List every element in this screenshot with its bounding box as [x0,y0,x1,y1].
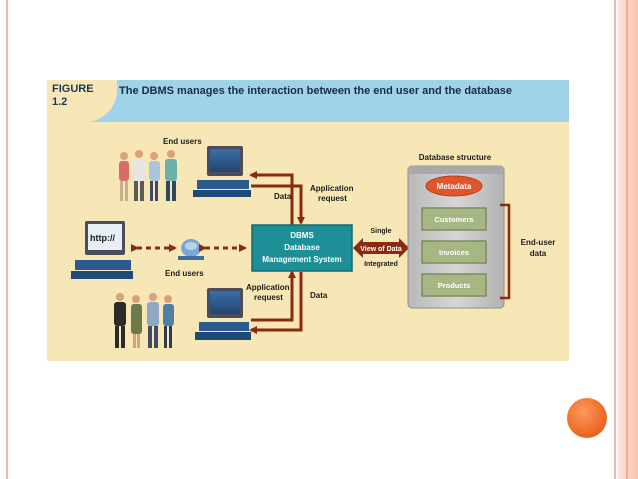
single-view-line2: View of Data [360,246,402,253]
arrow-data-to-bottom-users [249,272,303,334]
table-products-label: Products [438,281,471,290]
slide-border-right [614,0,616,479]
metadata-label: Metadata [437,182,472,191]
url-text: http:// [90,233,115,243]
application-request-bottom-line2: request [254,293,283,302]
dbms-diagram: End users ht [71,137,556,348]
database-container [407,165,505,309]
end-users-top-label: End users [163,137,202,146]
table-invoices-label: Invoices [439,248,469,257]
arrow-data-to-top-users [249,171,294,225]
application-request-bottom-line1: Application [246,283,290,292]
end-users-top-icon [119,150,177,201]
computer-icon-bottom [195,288,251,340]
table-invoices: Invoices [421,240,487,264]
single-view-line3: Integrated [364,261,398,268]
table-products: Products [421,273,487,297]
orange-circle-icon [567,398,607,438]
computer-icon-left [71,221,133,279]
figure-header-band [47,80,569,122]
application-request-top-line2: request [318,194,347,203]
figure-title: The DBMS manages the interaction between… [119,85,513,97]
metadata-oval: Metadata [425,175,483,197]
computer-icon-top [193,146,251,197]
database-structure-label: Database structure [419,153,492,162]
dbms-box-line2: Database [284,243,320,252]
single-view-line1: Single [370,228,391,235]
arrow-request-from-top-users [251,184,305,225]
dbms-box-line1: DBMS [290,231,314,240]
slide-decorative-band [618,0,638,479]
end-user-data-line1: End-user [521,238,556,247]
table-customers-label: Customers [434,215,473,224]
single-view-arrow: Single View of Data Integrated [353,228,409,268]
data-bottom-label: Data [310,291,328,300]
dbms-box: DBMS Database Management System [251,224,353,272]
slide-decorative-line [626,0,628,479]
slide-border-left [6,0,8,479]
network-icon [178,239,204,260]
figure-label: FIGURE 1.2 [52,83,94,108]
figure-panel: FIGURE 1.2 The DBMS manages the interact… [47,80,569,361]
end-user-data-line2: data [530,249,547,258]
table-customers: Customers [421,207,487,231]
application-request-top-line1: Application [310,184,354,193]
arrow-request-from-bottom-users [251,270,296,322]
data-top-label: Data [274,192,292,201]
end-user-data-bracket [500,203,511,300]
dbms-box-line3: Management System [262,255,342,264]
end-users-bottom-icon [114,293,174,348]
end-users-middle-label: End users [165,269,204,278]
